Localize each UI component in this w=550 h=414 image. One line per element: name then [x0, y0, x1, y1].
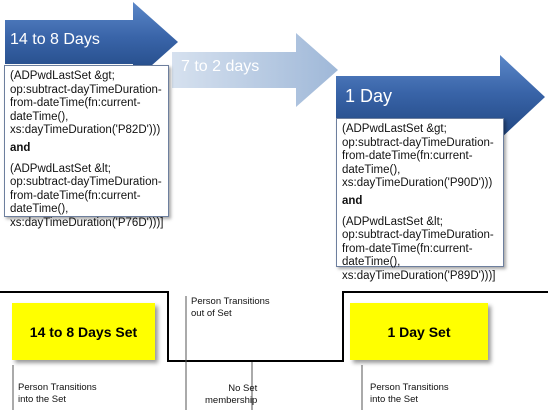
- arrow-7-to-2-days: [172, 33, 338, 107]
- set-label: 14 to 8 Days Set: [29, 323, 138, 340]
- note-into-set-2: Person Transitions into the Set: [370, 382, 449, 405]
- condition-box-1-day: (ADPwdLastSet &gt; op:subtract-dayTimeDu…: [336, 118, 504, 282]
- condition-upper-bound: (ADPwdLastSet &lt; op:subtract-dayTimeDu…: [342, 215, 496, 282]
- note-no-set-membership: No Set membership: [205, 383, 258, 406]
- arrow-14-to-8-days: [5, 2, 178, 82]
- note-into-set-1: Person Transitions into the Set: [18, 382, 97, 405]
- set-label: 1 Day Set: [387, 323, 451, 340]
- note-out-of-set: Person Transitions out of Set: [191, 296, 270, 319]
- arrow-label-14-to-8-days: 14 to 8 Days: [10, 31, 100, 48]
- membership-line: [0, 291, 548, 362]
- condition-lower-bound: (ADPwdLastSet &gt; op:subtract-dayTimeDu…: [342, 123, 494, 190]
- condition-lower-bound: (ADPwdLastSet &gt; op:subtract-dayTimeDu…: [10, 70, 162, 137]
- condition-and: and: [10, 141, 31, 154]
- condition-upper-bound: (ADPwdLastSet &lt; op:subtract-dayTimeDu…: [10, 162, 164, 229]
- condition-and: and: [342, 194, 363, 207]
- arrow-label-1-day: 1 Day: [345, 86, 393, 106]
- set-1-day: 1 Day Set: [350, 303, 488, 360]
- set-14-to-8-days: 14 to 8 Days Set: [12, 303, 155, 360]
- condition-box-14-to-8-days: (ADPwdLastSet &gt; op:subtract-dayTimeDu…: [4, 65, 169, 229]
- arrow-label-7-to-2-days: 7 to 2 days: [181, 58, 260, 75]
